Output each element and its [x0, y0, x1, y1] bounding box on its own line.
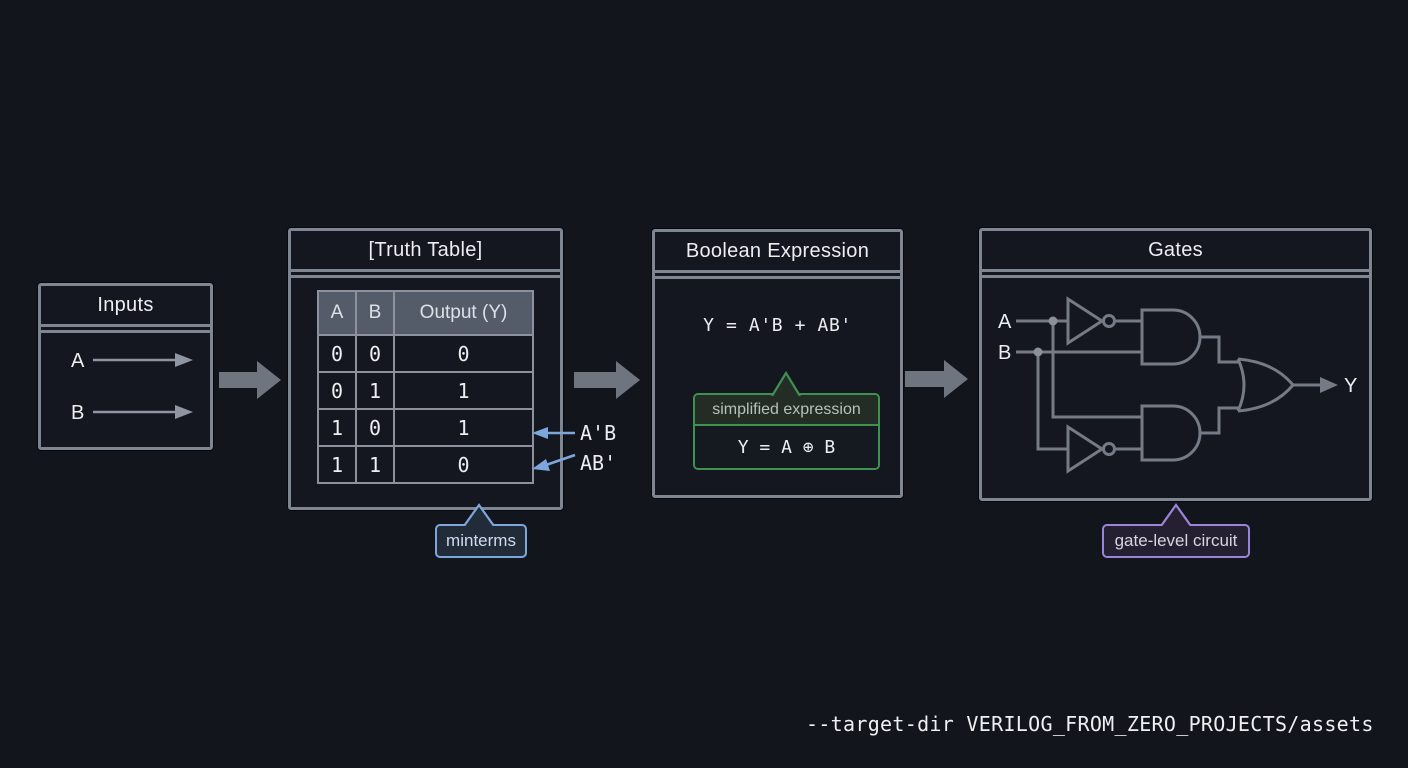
gate-level-circuit-schematic: A B: [998, 296, 1357, 474]
circuit-output-y-label: Y: [1344, 375, 1357, 397]
callout-pointer-icon: [771, 371, 801, 396]
cell: 1: [355, 371, 395, 410]
arrow-right-icon: [1320, 377, 1338, 393]
circuit-input-a-label: A: [998, 311, 1012, 333]
arrow-right-icon: [175, 405, 193, 419]
input-a-label: A: [71, 350, 85, 372]
flow-arrow-icon: [905, 360, 968, 398]
boolean-box-title: Boolean Expression: [655, 232, 900, 273]
target-dir-command: --target-dir VERILOG_FROM_ZERO_PROJECTS/…: [806, 712, 1374, 736]
gates-box-title: Gates: [982, 231, 1369, 272]
junction-dot: [1048, 316, 1058, 326]
simplified-expression-value: Y = A ⊕ B: [695, 426, 878, 468]
cell: 0: [355, 334, 395, 373]
flow-arrow-icon: [219, 361, 281, 399]
cell: 1: [393, 371, 534, 410]
cell: 1: [317, 408, 357, 447]
column-header-a: A: [317, 290, 357, 336]
cell-highlighted: 0: [393, 445, 534, 484]
cell: 0: [317, 334, 357, 373]
or-gate-icon: [1236, 358, 1246, 412]
junction-dot: [1033, 347, 1043, 357]
arrow-left-icon: [532, 427, 548, 439]
inputs-box: Inputs A B: [38, 283, 213, 450]
cell: 1: [355, 445, 395, 484]
arrow-left-icon: [532, 459, 550, 471]
flow-arrow-icon: [574, 361, 640, 399]
simplified-expression-label: simplified expression: [695, 395, 878, 426]
circuit-input-b-label: B: [998, 342, 1011, 364]
table-row: 0 0 0: [317, 334, 534, 373]
table-row: 1 0 1: [317, 408, 534, 447]
gates-box: Gates A B: [979, 228, 1372, 501]
cell: 0: [317, 371, 357, 410]
input-b-label: B: [71, 402, 84, 424]
boolean-box-body: Y = A'B + AB': [655, 276, 900, 495]
truth-table: A B Output (Y) 0 0 0 0 1 1 1 0 1: [317, 290, 534, 484]
callout-pointer-icon: [1160, 503, 1192, 526]
boolean-expression-box: Boolean Expression Y = A'B + AB' simplif…: [652, 229, 903, 498]
gates-box-body: [982, 275, 1369, 498]
truth-table-box: [Truth Table] A B Output (Y) 0 0 0 0 1 1: [288, 228, 563, 510]
minterm-label-ab2: AB': [580, 451, 617, 475]
simplified-expression-callout: simplified expression Y = A ⊕ B: [693, 393, 880, 470]
cell: 1: [317, 445, 357, 484]
input-signal-arrows: A B: [71, 350, 193, 424]
inputs-box-title: Inputs: [41, 286, 210, 327]
truth-table-title: [Truth Table]: [291, 231, 560, 272]
column-header-output: Output (Y): [393, 290, 534, 336]
cell-highlighted: 1: [393, 408, 534, 447]
not-gate-icon: [1066, 424, 1105, 474]
inverter-bubble-icon: [1102, 442, 1116, 456]
inputs-box-body: A B: [41, 330, 210, 447]
cell: 0: [355, 408, 395, 447]
table-row: 0 1 1: [317, 371, 534, 410]
not-gate-icon: [1066, 296, 1105, 346]
column-header-b: B: [355, 290, 395, 336]
callout-pointer-icon: [463, 503, 495, 526]
table-row: 1 1 0: [317, 445, 534, 484]
table-header-row: A B Output (Y): [317, 290, 534, 336]
minterms-callout: minterms: [435, 524, 527, 558]
truth-table-body: A B Output (Y) 0 0 0 0 1 1 1 0 1: [291, 275, 560, 507]
gate-level-circuit-callout: gate-level circuit: [1102, 524, 1250, 558]
and-gate-icon: [1140, 308, 1202, 366]
arrow-right-icon: [175, 353, 193, 367]
inverter-bubble-icon: [1102, 314, 1116, 328]
minterm-label-ab1: A'B: [580, 421, 617, 445]
minterm-pointer-arrows: [532, 427, 576, 471]
boolean-expression: Y = A'B + AB': [703, 315, 852, 336]
and-gate-icon: [1140, 404, 1202, 462]
cell: 0: [393, 334, 534, 373]
